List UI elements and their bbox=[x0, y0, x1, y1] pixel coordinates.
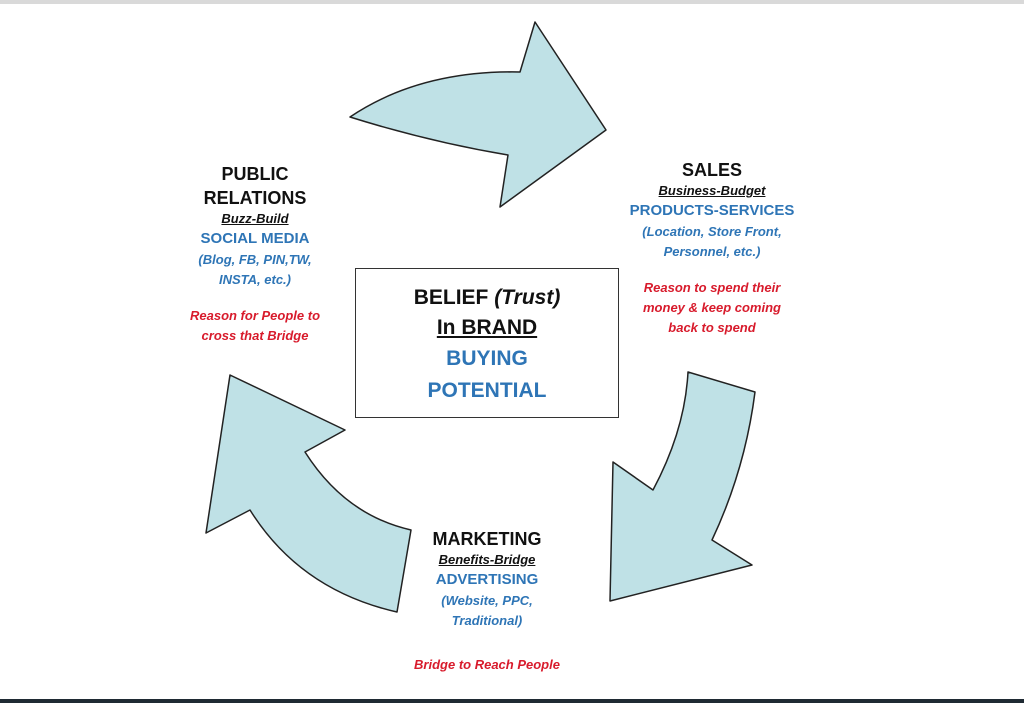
pr-subtitle: Buzz-Build bbox=[221, 211, 289, 226]
in-brand-label: In BRAND bbox=[436, 316, 538, 339]
sales-examples-line1: (Location, Store Front, bbox=[642, 224, 782, 239]
sales-title: SALES bbox=[681, 160, 742, 180]
sales-block: SALES Business-Budget PRODUCTS-SERVICES … bbox=[612, 158, 812, 338]
belief-line: BELIEF (Trust) bbox=[356, 283, 618, 313]
sales-category: PRODUCTS-SERVICES bbox=[629, 202, 795, 219]
sales-examples-line2: Personnel, etc.) bbox=[663, 244, 761, 259]
pr-category: SOCIAL MEDIA bbox=[200, 230, 310, 247]
pr-title-line1: PUBLIC bbox=[221, 164, 289, 184]
buying-label: BUYING bbox=[446, 347, 528, 370]
marketing-title: MARKETING bbox=[432, 529, 542, 549]
sales-subtitle: Business-Budget bbox=[658, 183, 766, 198]
pr-examples-line1: (Blog, FB, PIN,TW, bbox=[198, 252, 312, 267]
marketing-reason: Bridge to Reach People bbox=[414, 657, 560, 672]
marketing-examples-line2: Traditional) bbox=[451, 613, 523, 628]
belief-label: BELIEF bbox=[413, 286, 489, 309]
sales-reason-line3: back to spend bbox=[668, 320, 756, 335]
sales-reason-line2: money & keep coming bbox=[643, 300, 781, 315]
top-border bbox=[0, 0, 1024, 4]
marketing-subtitle: Benefits-Bridge bbox=[438, 552, 536, 567]
trust-label: (Trust) bbox=[494, 286, 561, 309]
arrow-right-icon bbox=[609, 371, 756, 602]
sales-reason-line1: Reason to spend their bbox=[643, 280, 781, 295]
arrow-left-icon bbox=[205, 374, 412, 613]
potential-label: POTENTIAL bbox=[427, 379, 547, 402]
pr-title-line2: RELATIONS bbox=[203, 188, 307, 208]
marketing-examples-line1: (Website, PPC, bbox=[441, 593, 533, 608]
pr-reason-line2: cross that Bridge bbox=[201, 328, 309, 343]
marketing-block: MARKETING Benefits-Bridge ADVERTISING (W… bbox=[387, 527, 587, 675]
arrow-top-icon bbox=[349, 21, 607, 208]
public-relations-block: PUBLIC RELATIONS Buzz-Build SOCIAL MEDIA… bbox=[160, 162, 350, 346]
bottom-border bbox=[0, 699, 1024, 703]
pr-reason-line1: Reason for People to bbox=[189, 308, 321, 323]
pr-examples-line2: INSTA, etc.) bbox=[219, 272, 291, 287]
marketing-category: ADVERTISING bbox=[435, 571, 539, 588]
center-box: BELIEF (Trust) In BRAND BUYING POTENTIAL bbox=[355, 268, 619, 418]
